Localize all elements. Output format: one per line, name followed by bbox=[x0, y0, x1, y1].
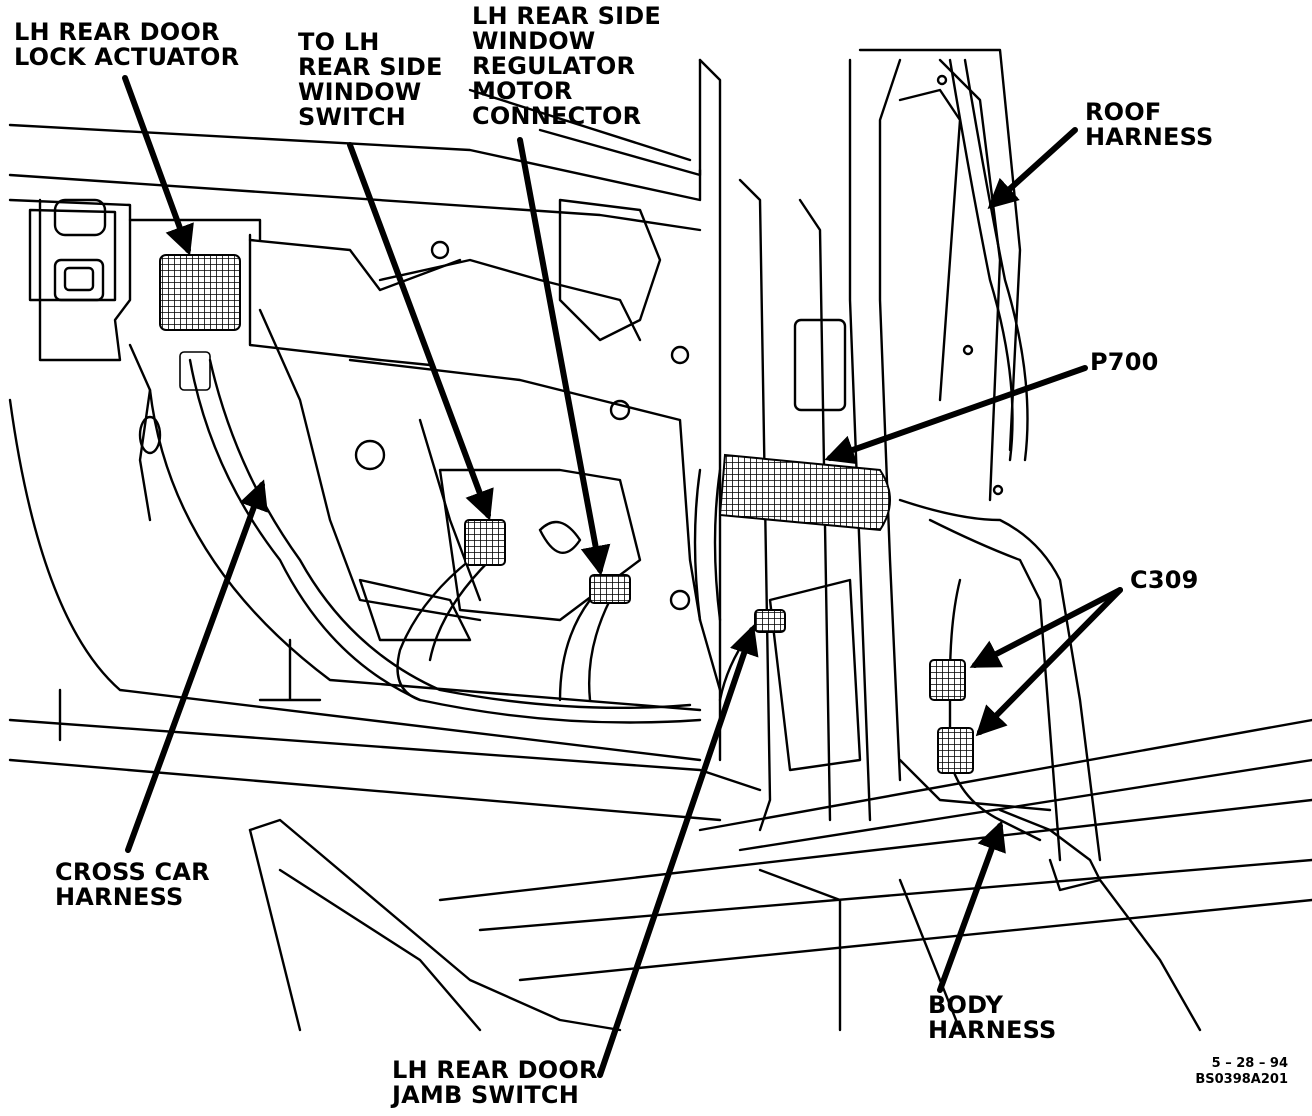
label-lock-actuator: LH REAR DOOR LOCK ACTUATOR bbox=[14, 18, 240, 71]
label-jamb-switch: LH REAR DOOR JAMB SWITCH bbox=[392, 1056, 598, 1109]
regulator-motor-connector bbox=[589, 574, 631, 604]
c309-connector-upper bbox=[929, 659, 966, 701]
jamb-switch-connector bbox=[754, 609, 786, 633]
arrow-roof-harness bbox=[987, 127, 1078, 210]
label-body-harness: BODY HARNESS bbox=[928, 991, 1057, 1044]
arrow-c309-upper bbox=[969, 587, 1123, 668]
connectors bbox=[159, 254, 974, 774]
arrow-window-switch bbox=[347, 142, 494, 521]
figure-code: 5 – 28 – 94 BS0398A201 bbox=[1195, 1056, 1288, 1088]
leader-arrows bbox=[122, 75, 1123, 1078]
rocker-sill bbox=[248, 718, 1312, 1032]
label-p700: P700 bbox=[1090, 348, 1159, 376]
jumper-connector bbox=[179, 351, 211, 391]
arrow-c309-lower bbox=[975, 587, 1123, 737]
c309-connector-lower bbox=[937, 727, 974, 774]
arrow-body-harness bbox=[937, 820, 1006, 993]
arrow-jamb-switch bbox=[597, 624, 759, 1078]
label-c309: C309 bbox=[1130, 566, 1199, 594]
label-window-switch: TO LH REAR SIDE WINDOW SWITCH bbox=[298, 28, 443, 131]
arrow-cross-car-harness bbox=[125, 479, 268, 853]
label-roof-harness: ROOF HARNESS bbox=[1085, 98, 1214, 151]
arrow-p700 bbox=[824, 365, 1088, 465]
wire-harness bbox=[128, 58, 1102, 892]
door-panel bbox=[8, 58, 762, 822]
label-cross-car-harness: CROSS CAR HARNESS bbox=[55, 858, 210, 911]
p700-connector bbox=[718, 453, 891, 532]
window-switch-connector bbox=[464, 519, 506, 566]
arrow-regulator-connector bbox=[517, 137, 611, 576]
lock-actuator-connector bbox=[159, 254, 241, 331]
figure-date: 5 – 28 – 94 bbox=[1211, 1056, 1288, 1071]
label-regulator-connector: LH REAR SIDE WINDOW REGULATOR MOTOR CONN… bbox=[472, 2, 661, 130]
arrow-lock-actuator bbox=[122, 75, 194, 256]
figure-id: BS0398A201 bbox=[1195, 1072, 1288, 1087]
